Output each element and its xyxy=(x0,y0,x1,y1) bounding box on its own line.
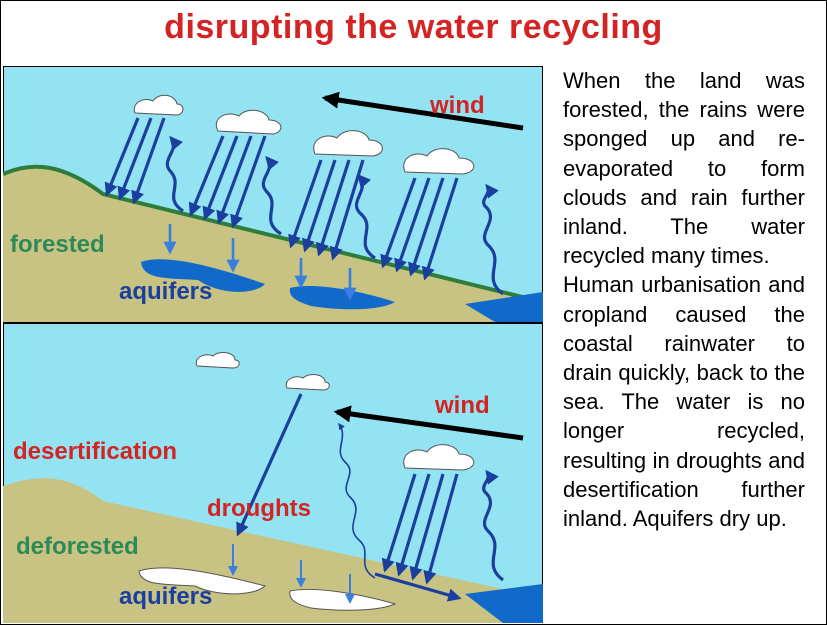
rain-arrow xyxy=(236,393,303,537)
forested-label: forested xyxy=(10,231,105,258)
rain-arrow xyxy=(409,473,445,581)
rain-arrow xyxy=(202,135,239,221)
rain-arrow xyxy=(230,135,267,229)
rain-arrow xyxy=(408,177,445,277)
diagram-title: disrupting the water recycling xyxy=(164,8,663,46)
aquifer-1 xyxy=(141,259,265,292)
evaporation-arrow xyxy=(482,469,505,582)
description: When the land was forested, the rains we… xyxy=(563,66,805,533)
rain-arrow xyxy=(104,117,140,197)
rain-arrow xyxy=(302,159,337,253)
wind-label: wind xyxy=(434,392,490,419)
aquifers-label: aquifers xyxy=(119,278,212,305)
panel-forested: wind forested aquifers xyxy=(3,66,543,323)
cloud xyxy=(195,352,240,369)
cloud xyxy=(285,374,330,391)
rain-arrow xyxy=(188,135,225,217)
rain-arrow xyxy=(315,159,351,257)
aquifer-2 xyxy=(289,285,395,310)
cloud xyxy=(403,148,475,175)
wind-arrow xyxy=(321,91,524,131)
evaporation-arrow xyxy=(482,183,505,296)
cloud xyxy=(133,94,184,116)
description-deforested: Human urbanisation and cropland caused t… xyxy=(563,272,805,532)
cloud xyxy=(313,130,383,157)
rain-arrow xyxy=(117,117,153,201)
dry-aquifer-1 xyxy=(138,567,267,595)
wind-arrow xyxy=(333,405,524,441)
rain-arrow xyxy=(381,473,417,573)
diagram-panels: wind forested aquifers xyxy=(3,66,543,623)
cloud xyxy=(403,444,475,471)
rain-arrow xyxy=(395,473,431,577)
deforested-label: deforested xyxy=(16,533,139,560)
rain-arrow xyxy=(131,117,166,205)
dry-aquifer-2 xyxy=(289,588,397,611)
description-forested: When the land was forested, the rains we… xyxy=(563,68,805,269)
evaporation-arrow xyxy=(165,135,184,213)
rain-arrow xyxy=(216,135,253,225)
sea-bottom xyxy=(465,584,543,623)
rain-arrow xyxy=(288,159,323,249)
evaporation-arrow xyxy=(261,155,282,236)
wind-label: wind xyxy=(429,92,485,119)
panel-deforested: wind desertification droughts deforested… xyxy=(3,322,543,623)
runoff-arrow xyxy=(374,572,462,602)
rain-arrow xyxy=(394,177,431,273)
sea-top xyxy=(465,292,543,322)
forest-edge xyxy=(3,164,543,304)
droughts-label: droughts xyxy=(207,495,311,522)
evaporation-arrow xyxy=(354,173,376,260)
cloud xyxy=(215,109,282,135)
rain-arrow xyxy=(423,473,459,585)
land-forested xyxy=(3,166,543,322)
land-deforested xyxy=(3,478,543,623)
rain-arrow xyxy=(421,177,459,281)
aquifers-label: aquifers xyxy=(119,583,212,610)
desertification-label: desertification xyxy=(13,438,177,465)
rain-arrow xyxy=(380,177,417,269)
weak-evaporation-arrow xyxy=(338,422,376,579)
